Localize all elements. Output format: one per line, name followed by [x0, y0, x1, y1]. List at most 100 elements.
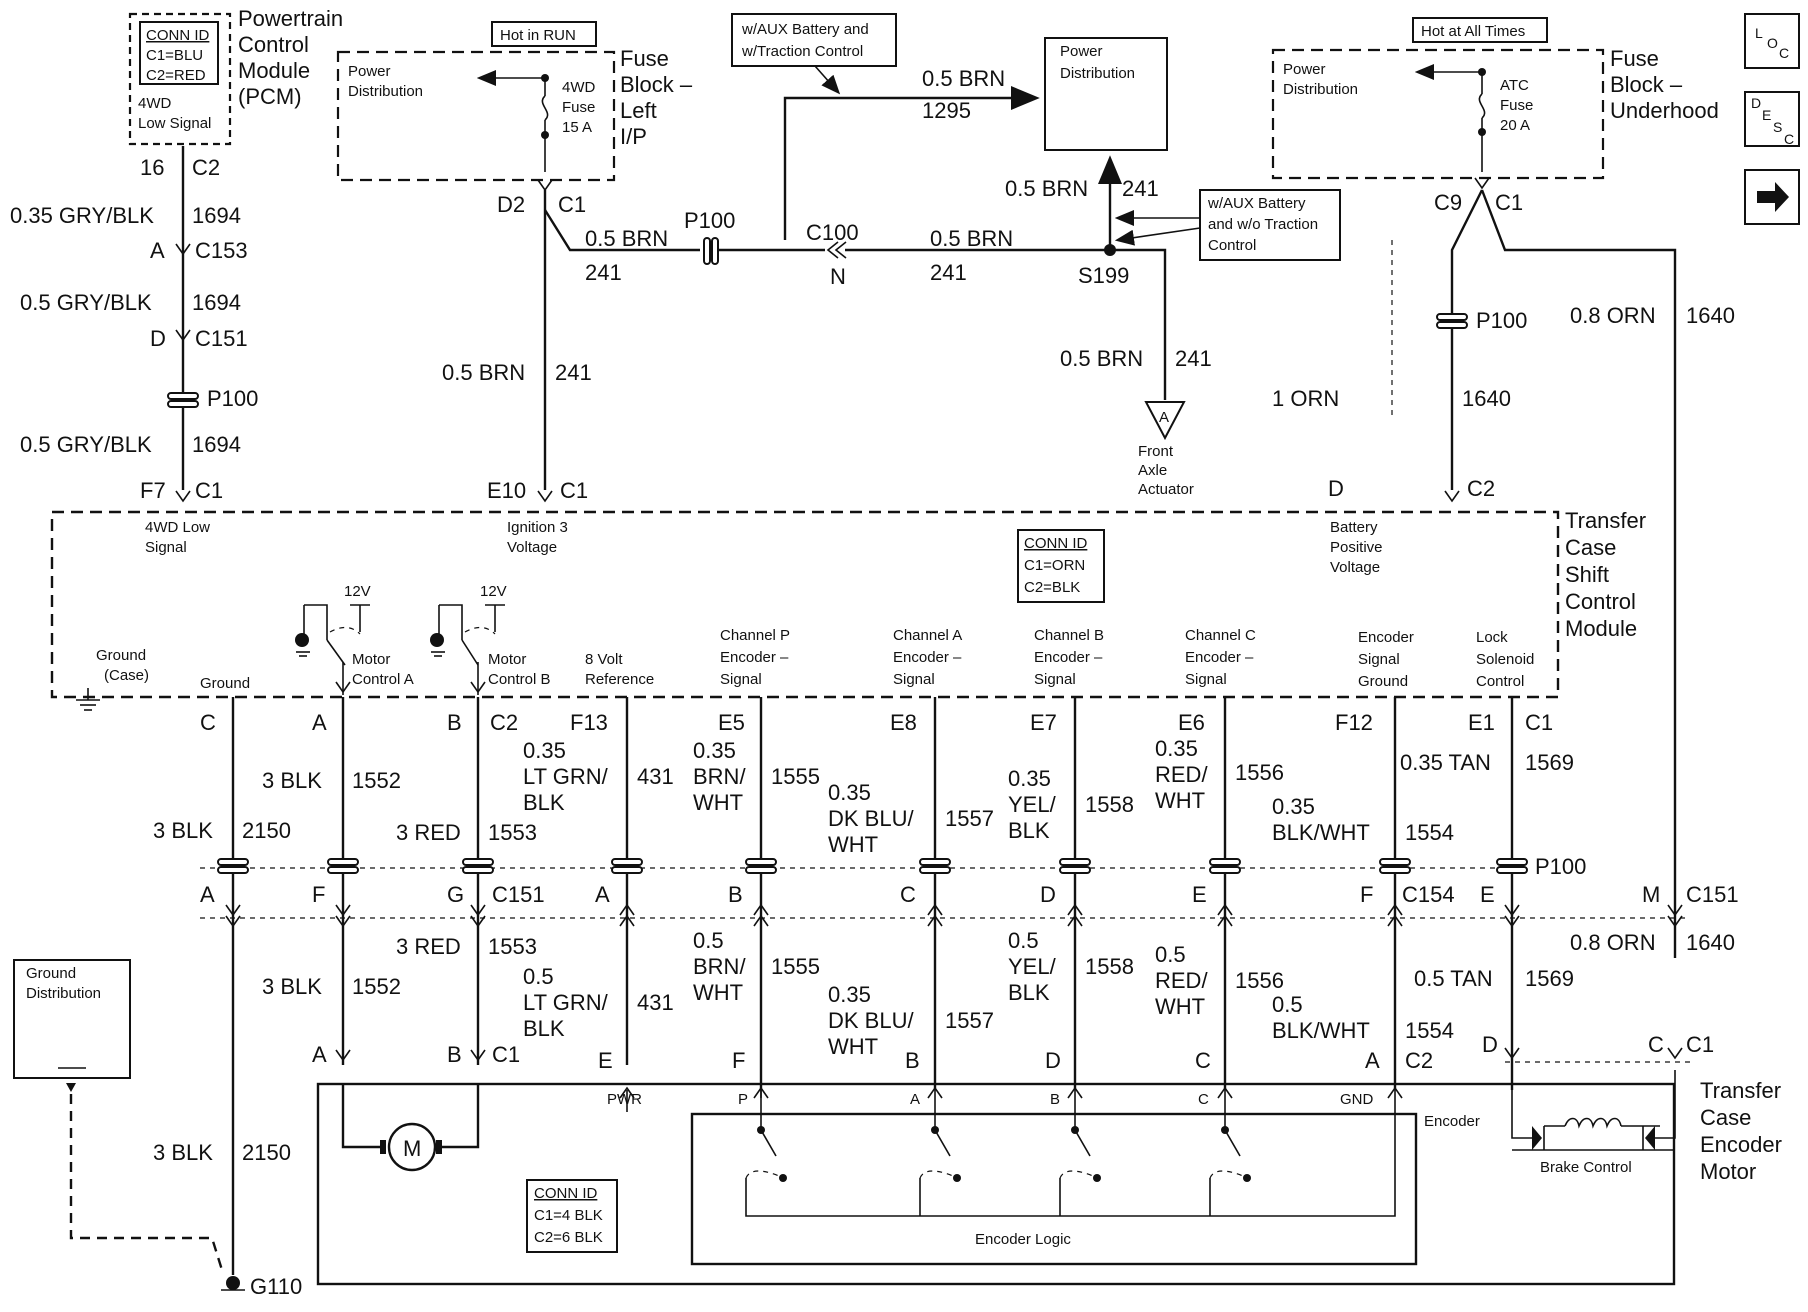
desc-button[interactable]: D E S C: [1744, 91, 1800, 147]
svg-text:Signal: Signal: [720, 671, 762, 688]
svg-text:D: D: [1328, 476, 1344, 501]
svg-text:3 RED: 3 RED: [396, 934, 461, 959]
svg-text:CONN ID: CONN ID: [534, 1185, 598, 1202]
svg-text:Fuse: Fuse: [562, 99, 595, 116]
brn-wire-1295: 0.5 BRN 1295: [922, 66, 1005, 123]
svg-text:BRN/: BRN/: [693, 954, 746, 979]
svg-text:0.5 TAN: 0.5 TAN: [1414, 966, 1493, 991]
svg-text:A: A: [910, 1091, 920, 1108]
svg-text:0.5 BRN: 0.5 BRN: [1060, 346, 1143, 371]
svg-text:Motor: Motor: [352, 651, 390, 668]
svg-text:Module: Module: [1565, 616, 1637, 641]
svg-text:A: A: [312, 710, 327, 735]
svg-text:15 A: 15 A: [562, 119, 592, 136]
svg-text:12V: 12V: [480, 583, 507, 600]
svg-text:0.5 GRY/BLK: 0.5 GRY/BLK: [20, 432, 152, 457]
svg-text:3 RED: 3 RED: [396, 820, 461, 845]
svg-text:Low Signal: Low Signal: [138, 115, 211, 132]
s199-label: S199: [1078, 263, 1129, 288]
svg-text:YEL/: YEL/: [1008, 954, 1057, 979]
svg-text:1556: 1556: [1235, 968, 1284, 993]
motor-conn-id: CONN ID C1=4 BLK C2=6 BLK: [526, 1179, 618, 1253]
svg-text:G110: G110: [250, 1274, 302, 1299]
p100-right-splice: P100: [1436, 308, 1527, 333]
svg-text:1640: 1640: [1462, 386, 1511, 411]
svg-text:Battery: Battery: [1330, 519, 1378, 536]
svg-text:L: L: [1755, 25, 1763, 41]
svg-text:4WD: 4WD: [138, 95, 172, 112]
svg-text:1555: 1555: [771, 764, 820, 789]
svg-text:Control: Control: [238, 32, 309, 57]
right-arrow-icon: [1757, 182, 1789, 212]
svg-text:C: C: [1195, 1048, 1211, 1073]
svg-text:Signal: Signal: [1185, 671, 1227, 688]
svg-text:241: 241: [555, 360, 592, 385]
motor-control-b-relay: 12V: [430, 583, 507, 695]
svg-text:A: A: [200, 882, 215, 907]
next-arrow-button[interactable]: [1744, 169, 1800, 225]
loc-button[interactable]: L O C: [1744, 13, 1800, 69]
svg-text:Control B: Control B: [488, 671, 551, 688]
svg-text:1553: 1553: [488, 820, 537, 845]
svg-text:1640: 1640: [1686, 303, 1735, 328]
svg-text:C153: C153: [195, 238, 248, 263]
svg-text:D2: D2: [497, 192, 525, 217]
svg-text:E5: E5: [718, 710, 745, 735]
svg-text:3 BLK: 3 BLK: [153, 1140, 213, 1165]
svg-text:Block –: Block –: [620, 72, 693, 97]
svg-text:E1: E1: [1468, 710, 1495, 735]
svg-text:Case: Case: [1565, 535, 1616, 560]
svg-text:PWR: PWR: [607, 1091, 642, 1108]
svg-text:Control: Control: [1208, 237, 1256, 254]
svg-text:A: A: [312, 1042, 327, 1067]
svg-text:C2: C2: [1405, 1048, 1433, 1073]
svg-text:0.5 BRN: 0.5 BRN: [1005, 176, 1088, 201]
svg-text:BLK: BLK: [523, 1016, 565, 1041]
svg-text:1558: 1558: [1085, 792, 1134, 817]
svg-text:Motor: Motor: [488, 651, 526, 668]
svg-text:1694: 1694: [192, 432, 241, 457]
svg-text:Signal: Signal: [1034, 671, 1076, 688]
svg-text:Fuse: Fuse: [1500, 97, 1533, 114]
svg-text:(Case): (Case): [104, 667, 149, 684]
svg-text:C2=RED: C2=RED: [146, 67, 206, 84]
svg-text:1569: 1569: [1525, 750, 1574, 775]
svg-text:0.5 BRN: 0.5 BRN: [930, 226, 1013, 251]
svg-text:0.35 TAN: 0.35 TAN: [1400, 750, 1491, 775]
svg-text:F13: F13: [570, 710, 608, 735]
svg-text:BRN/: BRN/: [693, 764, 746, 789]
svg-text:C: C: [200, 710, 216, 735]
svg-text:C100: C100: [806, 220, 859, 245]
svg-text:S: S: [1773, 119, 1782, 135]
svg-text:E: E: [1762, 107, 1771, 123]
tcscm-pin-letters: C A B C2 F13 E5 E8 E7 E6 F12 E1 C1: [200, 710, 1553, 735]
svg-text:Motor: Motor: [1700, 1159, 1756, 1184]
svg-text:C1: C1: [1686, 1032, 1714, 1057]
svg-text:0.5: 0.5: [1272, 992, 1303, 1017]
svg-text:Actuator: Actuator: [1138, 481, 1194, 498]
svg-text:D: D: [1482, 1032, 1498, 1057]
svg-text:LT GRN/: LT GRN/: [523, 764, 609, 789]
svg-text:BLK: BLK: [1008, 818, 1050, 843]
brn-wire-mid: 0.5 BRN 241: [930, 226, 1013, 285]
svg-text:CONN ID: CONN ID: [146, 27, 210, 44]
svg-text:Ground: Ground: [1358, 673, 1408, 690]
svg-text:C1: C1: [558, 192, 586, 217]
upper-wire-labels: 3 BLK 2150 3 BLK 1552 3 RED 1553 0.35 LT…: [153, 736, 1574, 857]
svg-text:E: E: [598, 1048, 613, 1073]
svg-text:Signal: Signal: [893, 671, 935, 688]
p100-row-splices: P100: [217, 854, 1586, 879]
svg-text:Encoder –: Encoder –: [720, 649, 789, 666]
svg-text:Power: Power: [1283, 61, 1326, 78]
svg-text:C: C: [1648, 1032, 1664, 1057]
mid-connector-labels: A F G C151 A B C D E F C154 E M C151: [200, 882, 1739, 907]
svg-text:12V: 12V: [344, 583, 371, 600]
brn-wire-left: 0.5 BRN 241: [585, 226, 668, 285]
c100-connector: C100 N: [806, 220, 859, 289]
svg-text:C2=BLK: C2=BLK: [1024, 579, 1080, 596]
svg-text:Underhood: Underhood: [1610, 98, 1719, 123]
svg-text:C: C: [1784, 131, 1794, 147]
svg-text:Signal: Signal: [1358, 651, 1400, 668]
svg-text:BLK: BLK: [1008, 980, 1050, 1005]
svg-text:241: 241: [1122, 176, 1159, 201]
